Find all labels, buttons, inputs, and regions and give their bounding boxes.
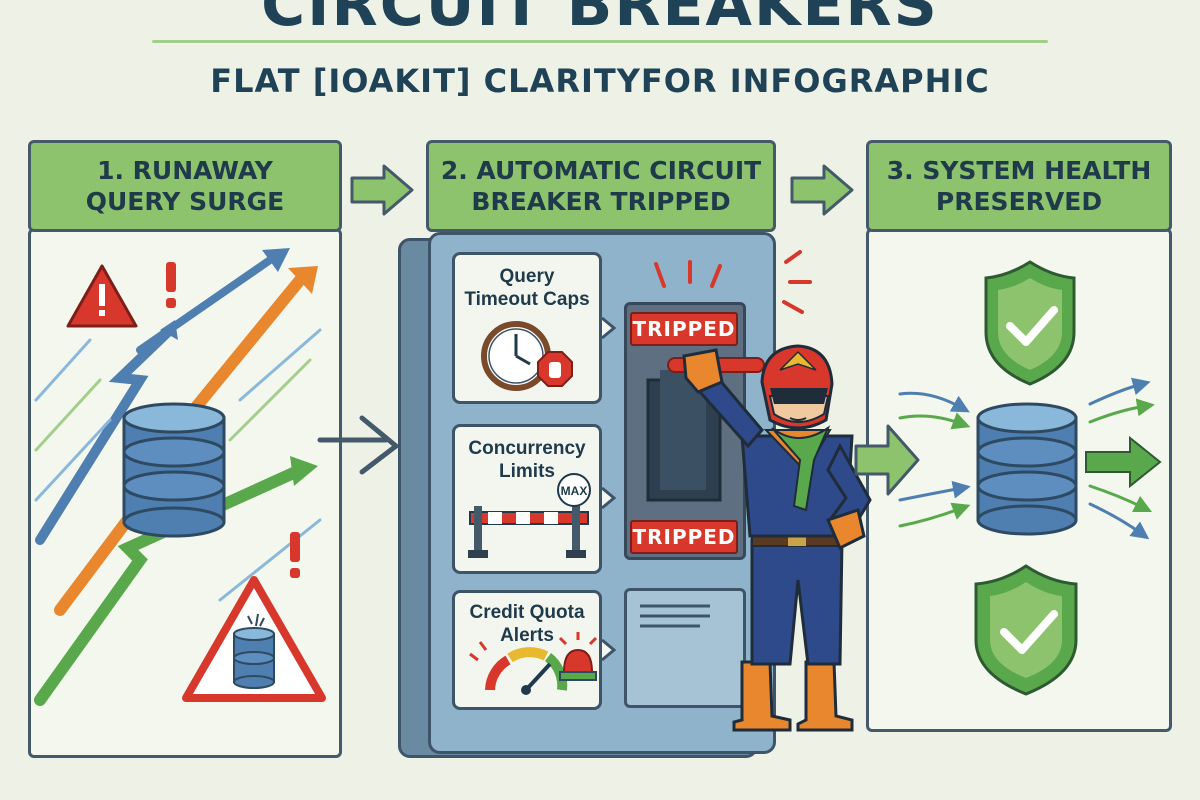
step-3-header: 3. SYSTEM HEALTH PRESERVED	[866, 140, 1172, 232]
clock-icon	[481, 321, 551, 391]
healthy-flow-lines-icon	[898, 377, 1155, 540]
flow-arrow-1-to-2-icon	[350, 164, 414, 216]
flow-arrow-cabinet-to-panel3-icon	[854, 424, 920, 496]
step-2-label: 2. AUTOMATIC CIRCUIT BREAKER TRIPPED	[440, 156, 762, 216]
flow-arrow-panel1-to-cabinet-icon	[317, 415, 399, 475]
siren-icon	[558, 632, 598, 681]
page-subtitle: FLAT [IOAKIT] CLARITYFOR INFOGRAPHIC	[210, 62, 990, 100]
max-badge-label: MAX	[561, 484, 588, 498]
page-title: CIRCUIT BREAKERS	[261, 0, 939, 40]
exclamation-icon	[166, 262, 176, 308]
title-divider	[152, 40, 1048, 43]
exclamation-icon	[290, 532, 300, 578]
warning-triangle-icon	[66, 264, 138, 328]
hero-character-icon	[682, 344, 872, 732]
spark-lines-icon	[654, 250, 812, 314]
database-icon	[976, 402, 1078, 536]
database-icon	[122, 402, 226, 538]
status-badge-tripped-top: TRIPPED	[630, 312, 738, 346]
gauge-icon	[469, 641, 568, 695]
stop-hand-icon	[537, 351, 573, 387]
shield-check-icon	[984, 260, 1076, 386]
database-warning-icon	[182, 576, 326, 702]
slot-lines	[640, 604, 710, 628]
control-label-concurrency: Concurrency Limits	[468, 438, 586, 482]
step-3-label: 3. SYSTEM HEALTH PRESERVED	[886, 156, 1152, 216]
control-label-timeout: Query Timeout Caps	[464, 266, 590, 310]
barrier-icon: MAX	[468, 473, 591, 558]
output-arrow-icon	[1085, 435, 1162, 489]
control-label-credit: Credit Quota Alerts	[469, 602, 585, 646]
breaker-empty-slot	[624, 588, 746, 708]
shield-check-icon	[974, 564, 1078, 696]
step-1-label: 1. RUNAWAY QUERY SURGE	[85, 156, 285, 216]
step-1-header: 1. RUNAWAY QUERY SURGE	[28, 140, 342, 232]
step-2-header: 2. AUTOMATIC CIRCUIT BREAKER TRIPPED	[426, 140, 776, 232]
status-badge-tripped-bottom: TRIPPED	[630, 520, 738, 554]
flow-arrow-2-to-3-icon	[790, 164, 854, 216]
